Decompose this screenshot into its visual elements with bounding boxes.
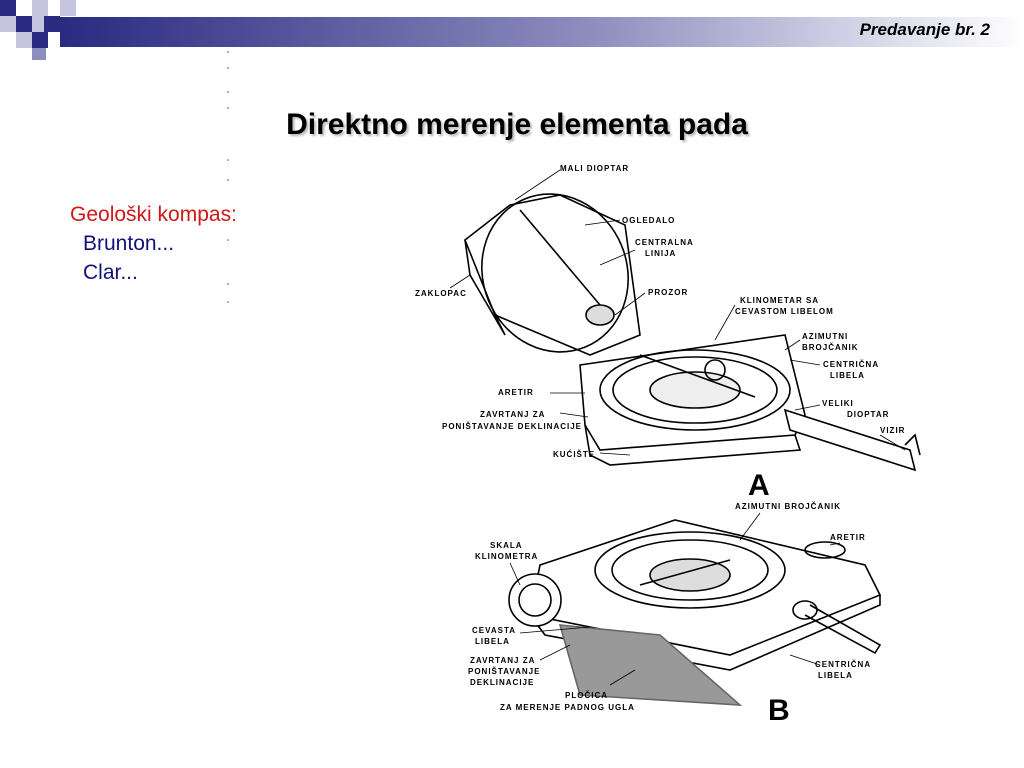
svg-text:DIOPTAR: DIOPTAR: [847, 410, 889, 419]
compass-a-leaders: [449, 169, 906, 456]
list-heading: Geološki kompas:: [70, 203, 237, 226]
svg-text:ZAVRTANJ ZA: ZAVRTANJ ZA: [480, 410, 545, 419]
svg-text:PONIŠTAVANJE DEKLINACIJE: PONIŠTAVANJE DEKLINACIJE: [442, 422, 582, 431]
compass-a-drawing: [464, 193, 921, 472]
svg-text:LINIJA: LINIJA: [645, 249, 676, 258]
svg-text:AZIMUTNI: AZIMUTNI: [802, 332, 848, 341]
svg-text:CENTRIČNA: CENTRIČNA: [823, 360, 879, 369]
list-item: Clar...: [83, 261, 138, 284]
svg-text:OGLEDALO: OGLEDALO: [622, 216, 675, 225]
svg-text:CENTRIČNA: CENTRIČNA: [815, 660, 871, 669]
svg-text:PLOČICA: PLOČICA: [565, 691, 608, 700]
svg-text:PROZOR: PROZOR: [648, 288, 688, 297]
lecture-label: Predavanje br. 2: [859, 20, 990, 39]
svg-text:ARETIR: ARETIR: [498, 388, 534, 397]
svg-text:MALI DIOPTAR: MALI DIOPTAR: [560, 165, 629, 173]
svg-text:CEVASTOM LIBELOM: CEVASTOM LIBELOM: [735, 307, 834, 316]
svg-text:SKALA: SKALA: [490, 541, 523, 550]
svg-text:ZA MERENJE PADNOG UGLA: ZA MERENJE PADNOG UGLA: [500, 703, 635, 712]
svg-text:ZAKLOPAC: ZAKLOPAC: [415, 289, 467, 298]
compass-a-labels: MALI DIOPTAR OGLEDALO CENTRALNA LINIJA Z…: [415, 165, 905, 502]
svg-text:VIZIR: VIZIR: [880, 426, 905, 435]
svg-text:ARETIR: ARETIR: [830, 533, 866, 542]
svg-text:KUĆIŠTE: KUĆIŠTE: [553, 450, 595, 459]
svg-text:LIBELA: LIBELA: [475, 637, 510, 646]
svg-text:DEKLINACIJE: DEKLINACIJE: [470, 678, 534, 687]
panel-a-letter: A: [748, 469, 770, 502]
svg-text:CENTRALNA: CENTRALNA: [635, 238, 694, 247]
svg-text:KLINOMETRA: KLINOMETRA: [475, 552, 538, 561]
slide-title: Direktno merenje elementa pada: [286, 108, 748, 141]
compass-list: Geološki kompas: Brunton... Clar...: [70, 200, 237, 287]
svg-text:ZAVRTANJ ZA: ZAVRTANJ ZA: [470, 656, 535, 665]
svg-text:LIBELA: LIBELA: [818, 671, 853, 680]
svg-text:AZIMUTNI BROJČANIK: AZIMUTNI BROJČANIK: [735, 502, 841, 511]
compass-b-leaders: [509, 512, 841, 686]
compass-b-labels: AZIMUTNI BROJČANIK ARETIR SKALA KLINOMET…: [468, 502, 871, 725]
svg-text:LIBELA: LIBELA: [830, 371, 865, 380]
svg-text:VELIKI: VELIKI: [822, 399, 854, 408]
svg-text:KLINOMETAR SA: KLINOMETAR SA: [740, 296, 819, 305]
svg-text:PONIŠTAVANJE: PONIŠTAVANJE: [468, 667, 540, 676]
compass-b-drawing: [508, 519, 882, 706]
svg-text:BROJČANIK: BROJČANIK: [802, 343, 859, 352]
header-decoration: [0, 0, 1024, 60]
list-item: Brunton...: [83, 232, 175, 255]
dotted-guide: [227, 51, 229, 303]
compass-illustration: MALI DIOPTAR OGLEDALO CENTRALNA LINIJA Z…: [415, 165, 921, 725]
panel-b-letter: B: [768, 694, 790, 725]
svg-text:CEVASTA: CEVASTA: [472, 626, 516, 635]
